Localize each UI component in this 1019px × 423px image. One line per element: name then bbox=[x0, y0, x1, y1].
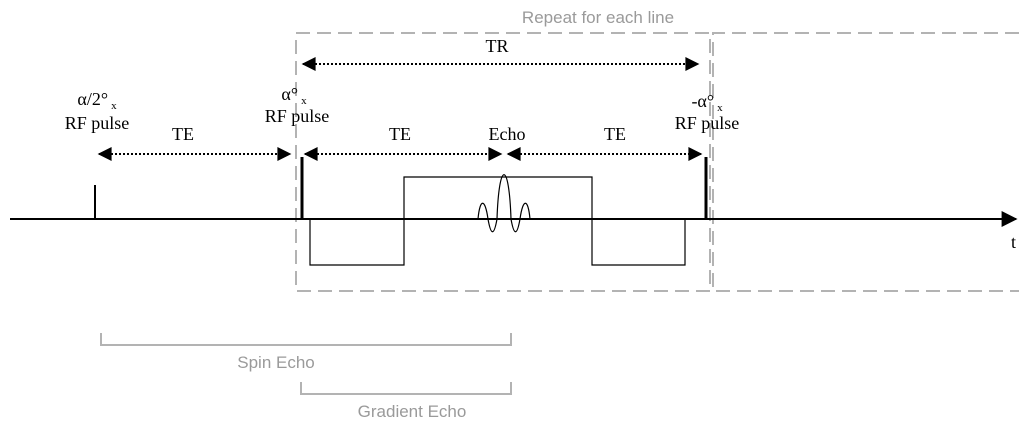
rf-pulse-second-text: RF pulse bbox=[265, 106, 330, 126]
rf-pulse-initial-label: α/2°x RF pulse bbox=[65, 89, 130, 133]
axis-subscript-second: x bbox=[301, 95, 307, 107]
te-label-3: TE bbox=[604, 124, 626, 144]
te-label-1: TE bbox=[172, 124, 194, 144]
svg-text:-α°x: -α°x bbox=[691, 91, 723, 114]
flip-angle-second: α° bbox=[281, 84, 298, 104]
rf-pulse-third-label: -α°x RF pulse bbox=[675, 91, 740, 133]
spin-echo-label: Spin Echo bbox=[237, 353, 315, 372]
time-axis-label: t bbox=[1011, 232, 1016, 252]
rf-pulse-initial-text: RF pulse bbox=[65, 113, 130, 133]
te-label-2: TE bbox=[389, 124, 411, 144]
next-repeat-region-box bbox=[712, 32, 1019, 292]
spin-echo-bracket bbox=[100, 333, 512, 346]
axis-subscript-third: x bbox=[717, 102, 723, 114]
tr-label: TR bbox=[485, 36, 508, 56]
flip-angle-third: -α° bbox=[691, 91, 714, 111]
rf-pulse-third-text: RF pulse bbox=[675, 113, 740, 133]
repeat-region-box bbox=[295, 32, 711, 292]
repeat-label: Repeat for each line bbox=[522, 8, 674, 27]
gradient-echo-label: Gradient Echo bbox=[358, 402, 467, 421]
gradient-echo-bracket bbox=[300, 382, 512, 395]
svg-text:α°x: α°x bbox=[281, 84, 307, 107]
gradient-waveform bbox=[309, 176, 686, 266]
svg-text:α/2°x: α/2°x bbox=[77, 89, 117, 112]
rf-pulse-second-label: α°x RF pulse bbox=[265, 84, 330, 126]
echo-signal bbox=[477, 174, 531, 233]
echo-label: Echo bbox=[489, 124, 526, 144]
axis-subscript-initial: x bbox=[111, 100, 117, 112]
flip-angle-initial: α/2° bbox=[77, 89, 108, 109]
